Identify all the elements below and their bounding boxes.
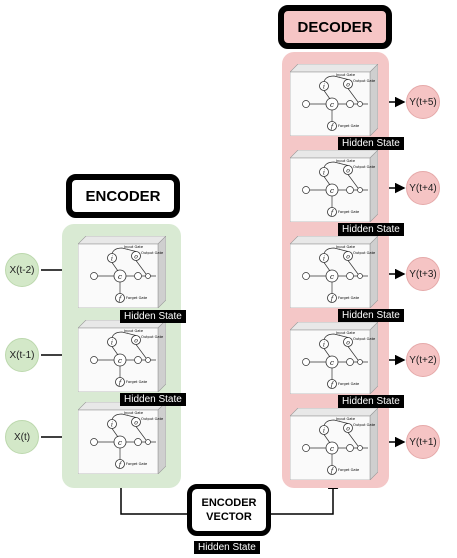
svg-text:i: i <box>323 256 325 263</box>
svg-text:Input Gate: Input Gate <box>336 73 356 77</box>
svg-text:f: f <box>330 124 335 131</box>
hidden-state-label: Hidden State <box>338 137 404 150</box>
hidden-state-label: Hidden State <box>120 310 186 323</box>
input-node: X(t-2) <box>5 253 39 287</box>
svg-text:o: o <box>134 338 138 345</box>
svg-text:Forget Gate: Forget Gate <box>126 462 148 466</box>
input-node: X(t-1) <box>5 338 39 372</box>
svg-text:c: c <box>330 445 334 453</box>
svg-text:Forget Gate: Forget Gate <box>338 210 360 214</box>
encoder-title: ENCODER <box>66 174 180 218</box>
svg-text:Output Gate: Output Gate <box>353 251 376 255</box>
encoder-lstm-cell: c i o f Input Gate Output Gate Forget Ga… <box>78 320 166 392</box>
svg-text:Output Gate: Output Gate <box>353 165 376 169</box>
svg-text:o: o <box>134 420 138 427</box>
hidden-state-label: Hidden State <box>338 309 404 322</box>
hidden-state-label: Hidden State <box>338 223 404 236</box>
svg-text:o: o <box>346 426 350 433</box>
decoder-lstm-cell: c i o f Input Gate Output Gate Forget Ga… <box>290 408 378 480</box>
svg-text:Forget Gate: Forget Gate <box>338 296 360 300</box>
svg-text:i: i <box>111 422 113 429</box>
svg-text:Input Gate: Input Gate <box>336 417 356 421</box>
decoder-lstm-cell: c i o f Input Gate Output Gate Forget Ga… <box>290 64 378 136</box>
svg-text:o: o <box>346 168 350 175</box>
svg-text:c: c <box>330 273 334 281</box>
svg-text:Forget Gate: Forget Gate <box>338 382 360 386</box>
encoder-vector-line1: ENCODER <box>201 497 257 509</box>
svg-text:i: i <box>323 342 325 349</box>
svg-text:f: f <box>330 468 335 475</box>
svg-text:Output Gate: Output Gate <box>353 423 376 427</box>
svg-text:f: f <box>330 210 335 217</box>
svg-text:Input Gate: Input Gate <box>336 331 356 335</box>
svg-text:f: f <box>118 462 123 469</box>
svg-text:Forget Gate: Forget Gate <box>338 468 360 472</box>
svg-text:o: o <box>346 254 350 261</box>
svg-text:i: i <box>323 428 325 435</box>
output-node: Y(t+5) <box>406 85 440 119</box>
hidden-state-label: Hidden State <box>338 395 404 408</box>
output-node: Y(t+3) <box>406 257 440 291</box>
svg-text:Output Gate: Output Gate <box>141 417 164 421</box>
encoder-lstm-cell: c i o f Input Gate Output Gate Forget Ga… <box>78 402 166 474</box>
svg-text:o: o <box>134 254 138 261</box>
hidden-state-label: Hidden State <box>120 393 186 406</box>
svg-text:o: o <box>346 82 350 89</box>
decoder-lstm-cell: c i o f Input Gate Output Gate Forget Ga… <box>290 322 378 394</box>
svg-text:f: f <box>330 382 335 389</box>
input-node: X(t) <box>5 420 39 454</box>
encoder-vector-line2: VECTOR <box>206 511 252 523</box>
svg-text:Input Gate: Input Gate <box>124 329 144 333</box>
svg-text:c: c <box>118 439 122 447</box>
svg-text:o: o <box>346 340 350 347</box>
decoder-lstm-cell: c i o f Input Gate Output Gate Forget Ga… <box>290 150 378 222</box>
svg-text:Output Gate: Output Gate <box>353 79 376 83</box>
output-node: Y(t+2) <box>406 343 440 377</box>
svg-text:Output Gate: Output Gate <box>141 335 164 339</box>
svg-text:i: i <box>323 170 325 177</box>
svg-text:f: f <box>118 380 123 387</box>
svg-text:f: f <box>118 296 123 303</box>
svg-text:i: i <box>111 256 113 263</box>
svg-text:Output Gate: Output Gate <box>141 251 164 255</box>
encoder-lstm-cell: c i o f Input Gate Output Gate Forget Ga… <box>78 236 166 308</box>
svg-text:i: i <box>111 340 113 347</box>
svg-text:f: f <box>330 296 335 303</box>
svg-text:c: c <box>118 273 122 281</box>
svg-text:c: c <box>118 357 122 365</box>
svg-text:Forget Gate: Forget Gate <box>126 380 148 384</box>
svg-text:c: c <box>330 101 334 109</box>
encoder-vector-box: ENCODER VECTOR <box>187 484 271 536</box>
svg-text:Input Gate: Input Gate <box>336 159 356 163</box>
svg-text:Input Gate: Input Gate <box>124 411 144 415</box>
hidden-state-label: Hidden State <box>194 541 260 554</box>
svg-text:c: c <box>330 187 334 195</box>
decoder-title: DECODER <box>278 5 392 49</box>
svg-text:Input Gate: Input Gate <box>124 245 144 249</box>
svg-text:Input Gate: Input Gate <box>336 245 356 249</box>
svg-text:i: i <box>323 84 325 91</box>
output-node: Y(t+4) <box>406 171 440 205</box>
output-node: Y(t+1) <box>406 425 440 459</box>
decoder-lstm-cell: c i o f Input Gate Output Gate Forget Ga… <box>290 236 378 308</box>
svg-text:Forget Gate: Forget Gate <box>338 124 360 128</box>
svg-text:Forget Gate: Forget Gate <box>126 296 148 300</box>
svg-text:Output Gate: Output Gate <box>353 337 376 341</box>
svg-text:c: c <box>330 359 334 367</box>
